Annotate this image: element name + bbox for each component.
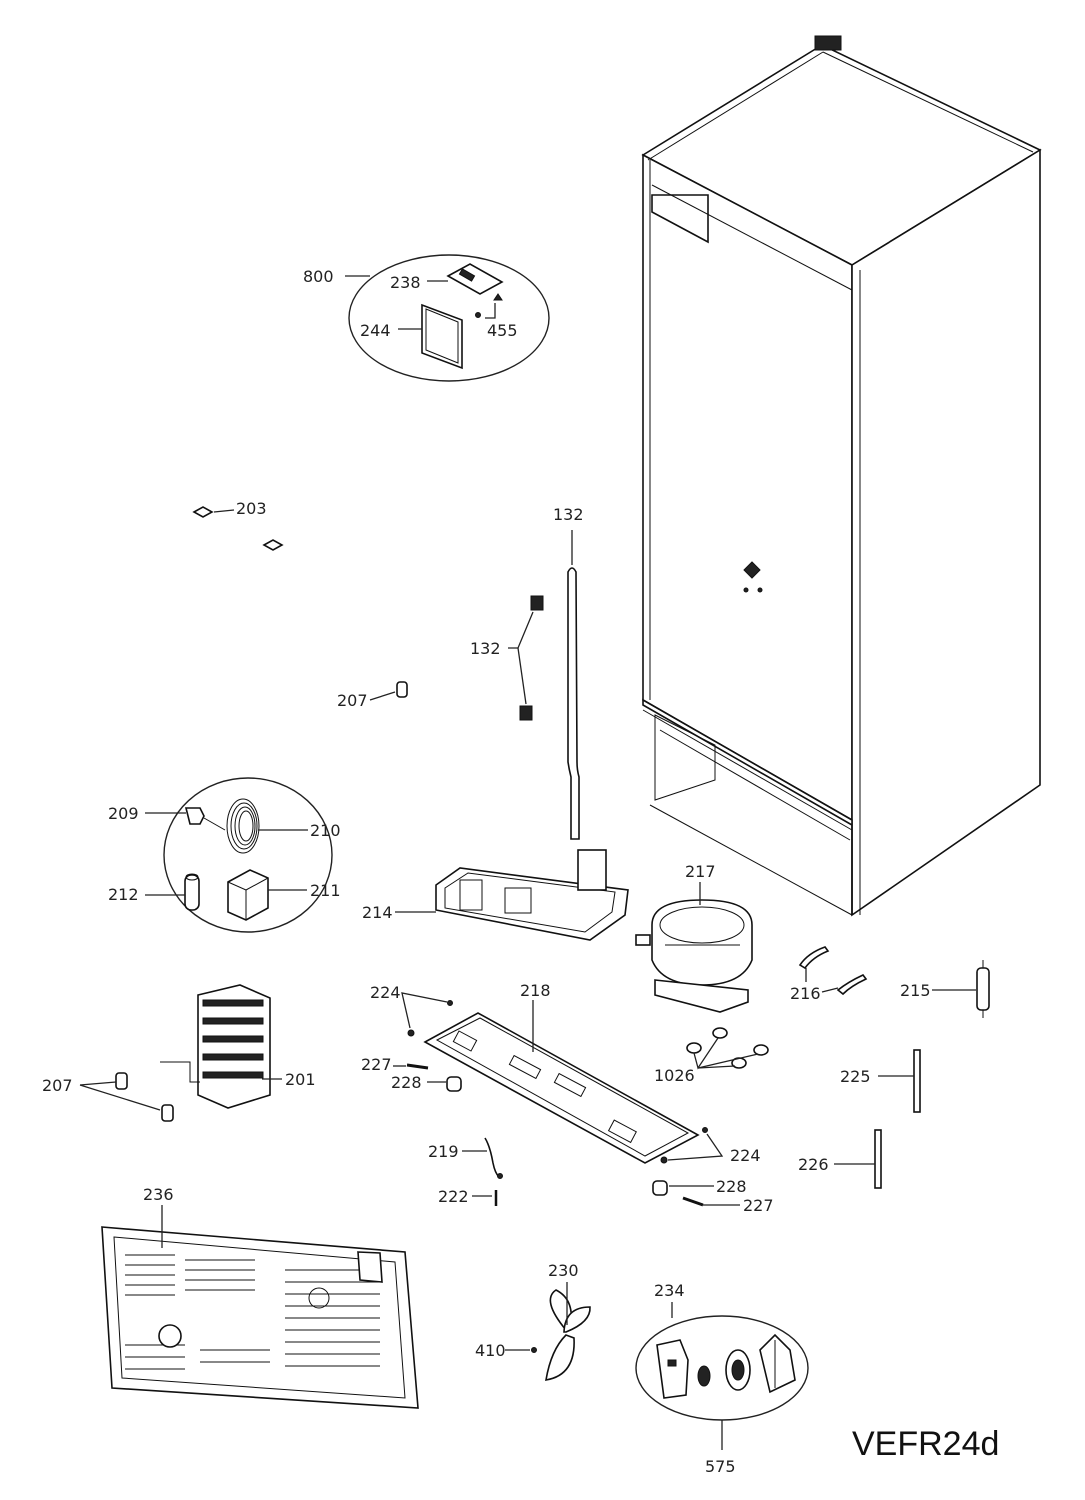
vent-grille (125, 1254, 380, 1370)
label-219: 219 (428, 1142, 459, 1161)
label-224-top: 224 (370, 983, 401, 1002)
label-225: 225 (840, 1067, 871, 1086)
kit-209-212 (145, 777, 333, 933)
label-227-bottom: 227 (743, 1196, 774, 1215)
label-228-top: 228 (391, 1073, 422, 1092)
label-236: 236 (143, 1185, 174, 1204)
label-207-bottom: 207 (42, 1076, 73, 1095)
label-234: 234 (654, 1281, 685, 1300)
rod-226 (834, 1129, 882, 1189)
label-211: 211 (310, 881, 341, 900)
pins-227-228-top (393, 1063, 462, 1092)
label-575: 575 (705, 1457, 736, 1476)
board-238 (446, 263, 504, 295)
label-410: 410 (475, 1341, 506, 1360)
feet-203 (192, 506, 284, 551)
label-226: 226 (798, 1155, 829, 1174)
label-800: 800 (303, 267, 334, 286)
relay-211 (227, 869, 269, 921)
compressor-217 (635, 882, 753, 1013)
screw-410 (505, 1347, 537, 1353)
rod-225 (878, 1049, 921, 1113)
label-214: 214 (362, 903, 393, 922)
screws-224-bottom (660, 1127, 724, 1164)
capacitor-212 (184, 873, 200, 911)
drip-tray-214 (395, 849, 629, 941)
cable-coil-210 (226, 798, 260, 854)
sensor-219 (462, 1137, 503, 1179)
label-230: 230 (548, 1261, 579, 1280)
base-plate-218 (423, 1000, 700, 1164)
label-224-bottom: 224 (730, 1146, 761, 1165)
label-222: 222 (438, 1187, 469, 1206)
motor-gear (697, 1365, 711, 1387)
screws-224-top (401, 992, 453, 1037)
cabinet (641, 35, 1042, 917)
condenser-201 (160, 984, 282, 1109)
motor-unit (725, 1349, 751, 1391)
pipes-216 (798, 946, 868, 996)
label-218: 218 (520, 981, 551, 1000)
screw-222 (472, 1190, 498, 1206)
thermostat-knob (743, 561, 763, 593)
label-238: 238 (390, 273, 421, 292)
label-132-clips: 132 (470, 639, 501, 658)
part-labels: 800 238 244 455 203 132 132 207 209 210 … (42, 267, 999, 1476)
back-cover-236 (101, 1205, 419, 1409)
label-207-top: 207 (337, 691, 368, 710)
label-212: 212 (108, 885, 139, 904)
label-209: 209 (108, 804, 139, 823)
cover-244 (421, 303, 463, 370)
label-455: 455 (487, 321, 518, 340)
clips-132 (508, 595, 544, 721)
motor-bracket-left (656, 1339, 689, 1399)
grommets-1026 (686, 1027, 769, 1070)
drain-pipe-132 (567, 530, 580, 840)
rubber-207-bottom (79, 1072, 174, 1122)
label-227-top: 227 (361, 1055, 392, 1074)
fan-230 (545, 1282, 591, 1381)
label-203: 203 (236, 499, 267, 518)
fan-motor-kit-234 (635, 1302, 809, 1450)
label-201: 201 (285, 1070, 316, 1089)
motor-bracket-right (759, 1333, 796, 1394)
plug-209 (184, 807, 226, 831)
label-210: 210 (310, 821, 341, 840)
label-215: 215 (900, 981, 931, 1000)
label-244: 244 (360, 321, 391, 340)
label-216: 216 (790, 984, 821, 1003)
filter-drier-215 (932, 960, 990, 1018)
label-1026: 1026 (654, 1066, 695, 1085)
model-code: VEFR24d (852, 1425, 999, 1463)
kit-800 (345, 254, 550, 382)
label-217: 217 (685, 862, 716, 881)
label-228-bottom: 228 (716, 1177, 747, 1196)
rubber-207-top (369, 681, 408, 701)
pins-227-228-bottom (652, 1180, 740, 1207)
label-132-pipe: 132 (553, 505, 584, 524)
